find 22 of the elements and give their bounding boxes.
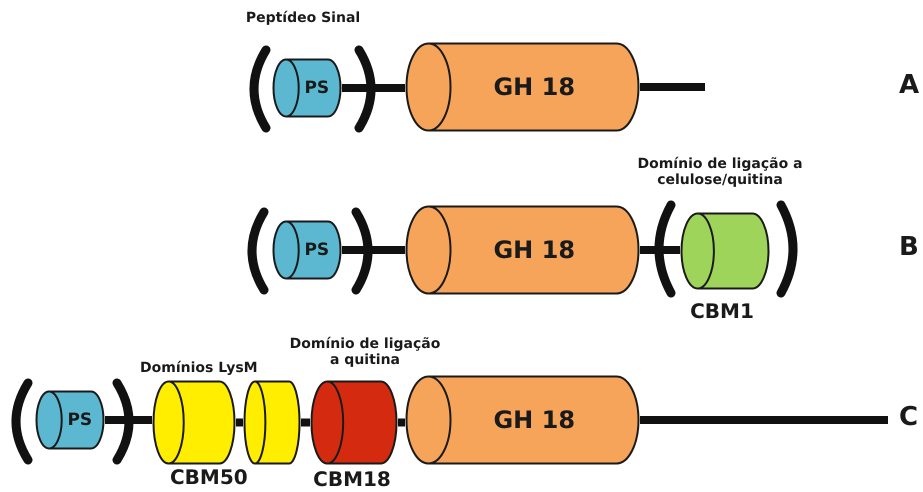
row-letter: C (899, 402, 918, 432)
domain-label: PS (67, 410, 92, 430)
domain-name: CBM50 (170, 465, 248, 489)
domain-caption: Domínio de ligação a quitina (288, 336, 442, 368)
domain-label: GH 18 (493, 406, 576, 434)
domain-label: PS (304, 240, 330, 260)
domain-label: PS (304, 78, 330, 98)
domain-name: CBM18 (312, 468, 392, 491)
linker-line (640, 246, 680, 254)
domain-caption: Peptídeo Sinal (244, 10, 362, 26)
row-letter: A (899, 70, 920, 100)
row-letter: B (899, 232, 919, 262)
linker-line (301, 418, 310, 426)
domain-caption: Domínio de ligação a celulose/quitina (636, 156, 804, 188)
linker-line (640, 416, 888, 424)
linker-line (236, 418, 243, 426)
domain-name: CBM1 (689, 300, 755, 323)
domain-label: GH 18 (493, 236, 576, 264)
domain-caption: Domínios LysM (140, 360, 258, 376)
linker-line (640, 83, 705, 91)
linker-line (398, 418, 405, 426)
domain-label: GH 18 (493, 73, 576, 101)
